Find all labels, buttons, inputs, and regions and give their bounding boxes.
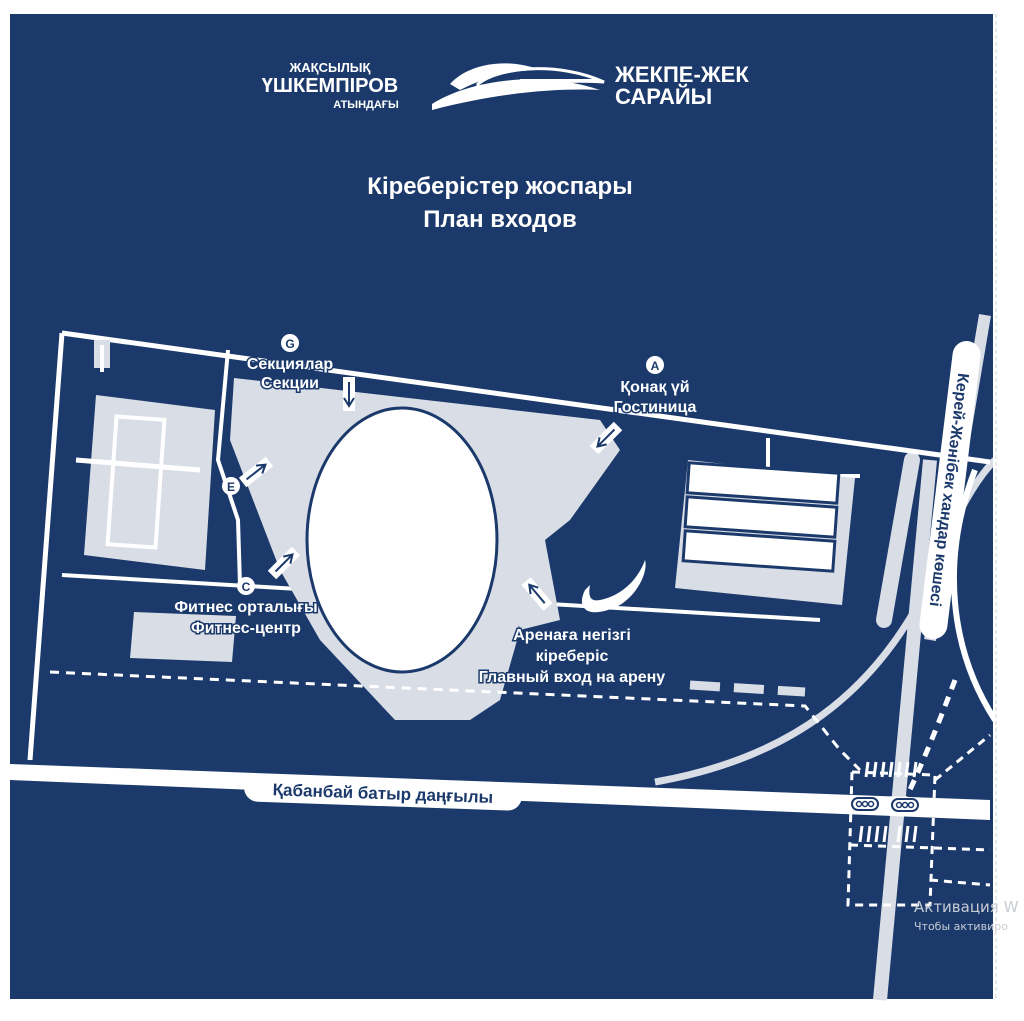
crosswalk-south (858, 825, 918, 843)
entrance-e-letter: E (227, 480, 235, 494)
right-margin (993, 0, 1024, 1021)
site-left-wall (27, 332, 65, 761)
entrance-g: G Секциялар Секции (245, 334, 355, 411)
entrance-main-arrow-icon (521, 577, 553, 611)
logo-right-line1: ЖЕКПЕ-ЖЕК (614, 62, 749, 87)
logo-left-line3: АТЫНДАҒЫ (333, 99, 399, 111)
kabanbay-label: Қабанбай батыр даңғылы (244, 773, 522, 811)
arena-building (305, 406, 499, 674)
logo-right-line2: САРАЙЫ (615, 84, 712, 109)
entrance-g-arrow-icon (343, 377, 355, 411)
entrance-e-arrow-icon (238, 456, 274, 488)
entrance-g-line1: Секциялар (247, 356, 334, 373)
hotel-block-3 (681, 529, 837, 573)
entrance-c-line2: Фитнес-центр (191, 620, 301, 637)
entrance-e: E (222, 456, 274, 495)
entrance-main-line3: Главный вход на арену (479, 669, 666, 686)
entrance-main: Аренаға негізгі кіреберіс Главный вход н… (477, 577, 667, 688)
entrance-c-line1: Фитнес орталығы (174, 599, 317, 616)
entrance-a-line1: Қонақ үй (620, 379, 689, 396)
traffic-light-icon (851, 797, 919, 812)
entrance-c-marker (237, 577, 255, 595)
site-boundary (61, 330, 991, 465)
entrance-g-marker (281, 334, 299, 352)
swoosh-shape (581, 560, 646, 613)
dashed-path-2 (689, 680, 806, 697)
curved-road-1 (654, 457, 998, 786)
entrance-main-line2: кіреберіс (536, 648, 609, 665)
logo-left: ЖАҚСЫЛЫҚ ҮШКЕМПІРОВ АТЫНДАҒЫ (262, 60, 399, 111)
dashed-path-3 (849, 843, 991, 852)
dashed-path-5 (934, 733, 991, 782)
fitness-building (130, 612, 236, 662)
entrance-g-letter: G (285, 337, 294, 351)
watermark-line2: Чтобы активиро (914, 920, 1008, 933)
crossing-area (846, 770, 937, 907)
arena-logo-icon (432, 63, 605, 110)
entrance-a-marker (646, 356, 664, 374)
left-building (84, 395, 215, 570)
entrance-main-line1: Аренаға негізгі (513, 627, 631, 644)
entrance-g-line2: Секции (261, 375, 319, 392)
hotel-block-1 (685, 461, 841, 505)
entrance-c-arrow-icon (267, 546, 301, 580)
hotel-block-2 (683, 495, 839, 539)
logo-left-line2: ҮШКЕМПІРОВ (262, 75, 398, 97)
entrance-c: C Фитнес орталығы Фитнес-центр (173, 546, 319, 639)
kerey-street-light (873, 459, 937, 1001)
entrance-c-letter: C (242, 580, 251, 594)
crosswalk-north (864, 761, 918, 778)
title-ru: План входов (423, 206, 577, 233)
entrance-e-marker (222, 477, 240, 495)
watermark-line1: Активация W (914, 898, 1019, 916)
parking-strip (876, 452, 920, 628)
dashed-path-4 (929, 878, 991, 887)
left-building-inner (105, 414, 167, 550)
entrance-a: A Қонақ үй Гостиница (589, 356, 698, 455)
entrance-a-line2: Гостиница (614, 399, 697, 416)
curved-road-2 (950, 468, 998, 722)
logo-right: ЖЕКПЕ-ЖЕК САРАЙЫ (614, 62, 749, 109)
entrance-a-letter: A (651, 359, 660, 373)
entrance-a-arrow-icon (589, 421, 623, 455)
left-building-path (75, 457, 201, 473)
title-kz: Кіреберістер жоспары (367, 173, 632, 200)
logo-left-line1: ЖАҚСЫЛЫҚ (289, 60, 371, 75)
